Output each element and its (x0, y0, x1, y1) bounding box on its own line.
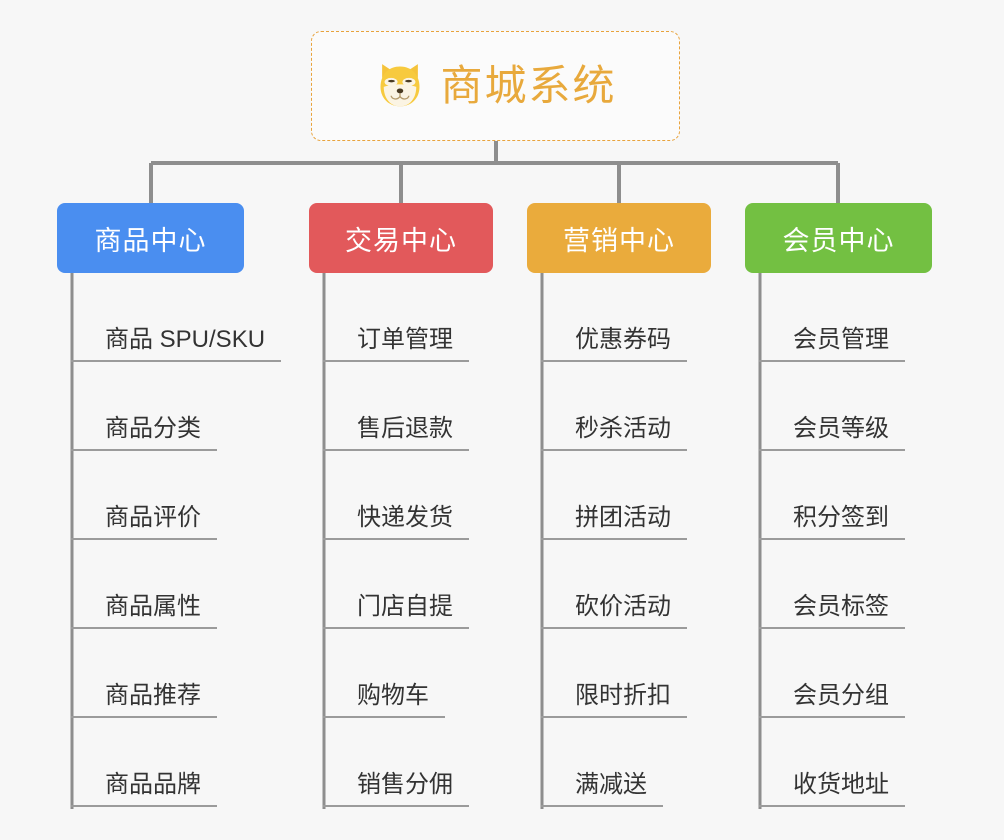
leaf-item[interactable]: 会员等级 (759, 362, 905, 451)
leaf-label: 售后退款 (323, 415, 469, 451)
leaf-label: 商品 SPU/SKU (71, 326, 282, 362)
shiba-dog-face-icon (374, 60, 426, 112)
leaf-item[interactable]: 秒杀活动 (541, 362, 687, 451)
leaf-label: 门店自提 (323, 593, 469, 629)
leaf-item[interactable]: 限时折扣 (541, 629, 687, 718)
leaf-item[interactable]: 商品评价 (71, 451, 281, 540)
leaf-item[interactable]: 售后退款 (323, 362, 469, 451)
leaf-label: 商品分类 (71, 415, 217, 451)
branch-header-1[interactable]: 交易中心 (309, 203, 493, 273)
leaf-item[interactable]: 商品属性 (71, 540, 281, 629)
leaf-label: 会员分组 (759, 682, 905, 718)
leaf-label: 商品评价 (71, 504, 217, 540)
leaf-item[interactable]: 会员分组 (759, 629, 905, 718)
leaf-item[interactable]: 会员标签 (759, 540, 905, 629)
leaf-item[interactable]: 拼团活动 (541, 451, 687, 540)
leaf-item[interactable]: 购物车 (323, 629, 469, 718)
leaf-label: 会员标签 (759, 593, 905, 629)
leaf-list-3: 会员管理 会员等级 积分签到 会员标签 会员分组 收货地址 (759, 273, 905, 807)
branch-column-3: 会员中心 (745, 203, 932, 273)
leaf-item[interactable]: 订单管理 (323, 273, 469, 362)
leaf-item[interactable]: 商品推荐 (71, 629, 281, 718)
leaf-label: 商品属性 (71, 593, 217, 629)
leaf-label: 满减送 (541, 771, 663, 807)
leaf-item[interactable]: 商品品牌 (71, 718, 281, 807)
leaf-item[interactable]: 商品 SPU/SKU (71, 273, 282, 362)
branch-column-1: 交易中心 (309, 203, 493, 273)
leaf-label: 购物车 (323, 682, 445, 718)
leaf-list-1: 订单管理 售后退款 快递发货 门店自提 购物车 销售分佣 (323, 273, 469, 807)
leaf-label: 销售分佣 (323, 771, 469, 807)
leaf-label: 商品品牌 (71, 771, 217, 807)
leaf-item[interactable]: 积分签到 (759, 451, 905, 540)
branch-header-2[interactable]: 营销中心 (527, 203, 711, 273)
leaf-label: 会员管理 (759, 326, 905, 362)
leaf-list-2: 优惠券码 秒杀活动 拼团活动 砍价活动 限时折扣 满减送 (541, 273, 687, 807)
leaf-list-0: 商品 SPU/SKU 商品分类 商品评价 商品属性 商品推荐 商品品牌 (71, 273, 282, 807)
leaf-label: 拼团活动 (541, 504, 687, 540)
branch-header-0[interactable]: 商品中心 (57, 203, 244, 273)
leaf-item[interactable]: 满减送 (541, 718, 687, 807)
branch-column-2: 营销中心 (527, 203, 711, 273)
leaf-item[interactable]: 砍价活动 (541, 540, 687, 629)
leaf-label: 收货地址 (759, 771, 905, 807)
leaf-label: 限时折扣 (541, 682, 687, 718)
leaf-item[interactable]: 销售分佣 (323, 718, 469, 807)
leaf-label: 快递发货 (323, 504, 469, 540)
leaf-label: 秒杀活动 (541, 415, 687, 451)
leaf-label: 商品推荐 (71, 682, 217, 718)
leaf-label: 订单管理 (323, 326, 469, 362)
leaf-item[interactable]: 门店自提 (323, 540, 469, 629)
root-node[interactable]: 商城系统 (311, 31, 680, 141)
leaf-label: 砍价活动 (541, 593, 687, 629)
leaf-item[interactable]: 商品分类 (71, 362, 281, 451)
leaf-item[interactable]: 收货地址 (759, 718, 905, 807)
leaf-label: 会员等级 (759, 415, 905, 451)
leaf-item[interactable]: 会员管理 (759, 273, 905, 362)
branch-header-3[interactable]: 会员中心 (745, 203, 932, 273)
leaf-label: 积分签到 (759, 504, 905, 540)
leaf-label: 优惠券码 (541, 326, 687, 362)
root-title: 商城系统 (440, 62, 617, 109)
leaf-item[interactable]: 优惠券码 (541, 273, 687, 362)
branch-column-0: 商品中心 (57, 203, 244, 273)
leaf-item[interactable]: 快递发货 (323, 451, 469, 540)
